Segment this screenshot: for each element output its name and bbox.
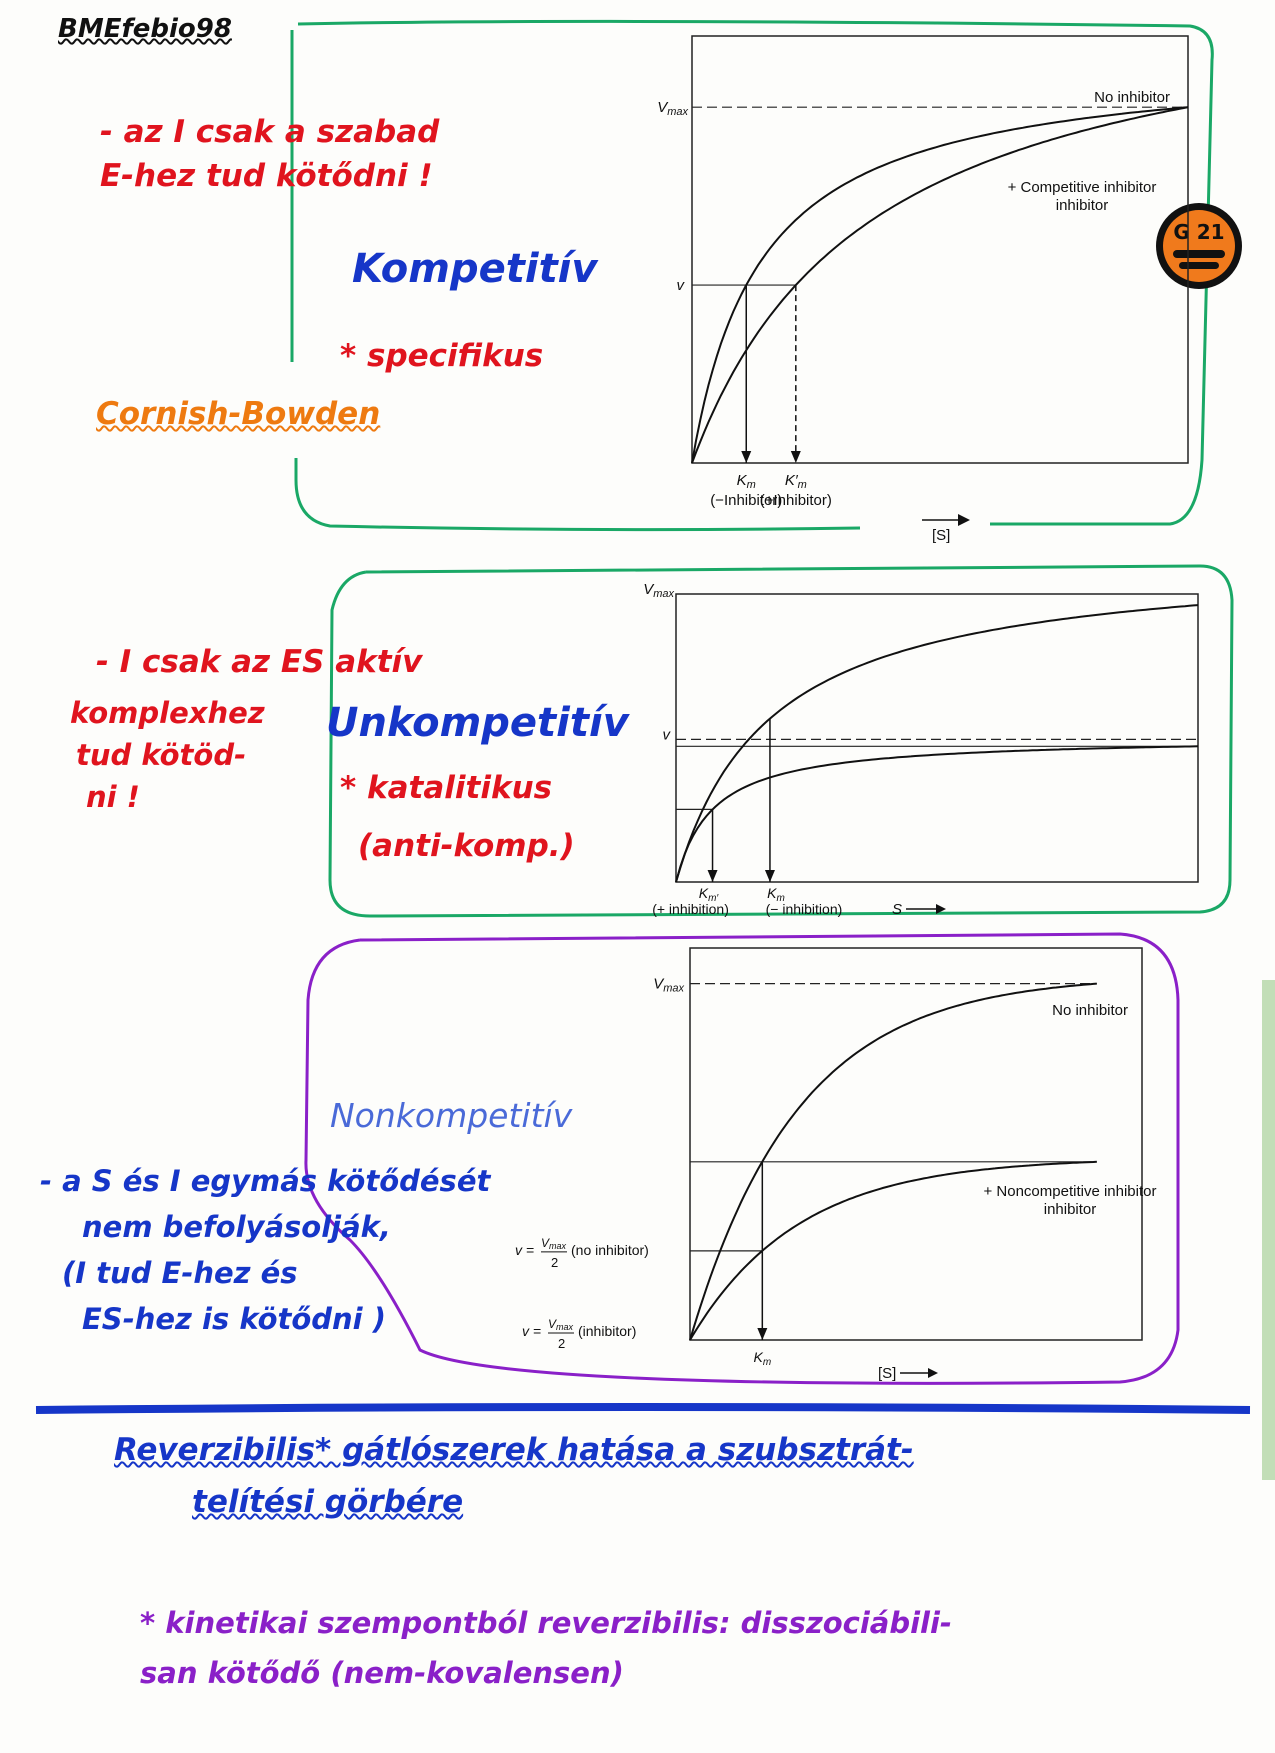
chart1-legend-no-inhibitor: No inhibitor xyxy=(1094,89,1170,106)
chart1-legend-competitive: + Competitive inhibitor xyxy=(1008,179,1157,196)
chart2-frame xyxy=(675,593,1199,883)
footer-title-2: telítési görbére xyxy=(192,1484,464,1520)
chart2-series-uninhibited xyxy=(675,604,1199,883)
badge-wave-2 xyxy=(1179,262,1219,269)
panel3-note-2: nem befolyásolják, xyxy=(82,1210,391,1244)
chart3-v1-den: 2 xyxy=(551,1255,558,1270)
chart2-km-label: Km xyxy=(767,885,785,904)
badge-wave xyxy=(1173,250,1225,258)
chart2-series-inhibited xyxy=(675,745,1199,883)
panel2-frame xyxy=(328,564,1234,918)
panel1-type: Kompetitív xyxy=(352,246,598,292)
chart2-km2-arrow xyxy=(707,870,718,882)
chart1-v-label: v xyxy=(677,277,686,294)
badge-text: G 21 xyxy=(1173,220,1225,244)
chart1-km2-label: K′m xyxy=(785,472,807,491)
chart3-v2-den: 2 xyxy=(558,1336,565,1351)
chart3-v2-note: (inhibitor) xyxy=(578,1323,636,1339)
chart1-series-no-inhibitor xyxy=(691,106,1189,464)
g21-badge: G 21 xyxy=(1156,203,1242,289)
panel1-note-2: E-hez tud kötődni ! xyxy=(100,158,433,194)
chart3-legend-no-inhibitor: No inhibitor xyxy=(1052,1002,1128,1019)
chart3-series-no-inhibitor xyxy=(689,982,1097,1341)
panel3-type: Nonkompetitív xyxy=(330,1096,573,1135)
chart3-legend-noncompetitive-2: inhibitor xyxy=(1044,1201,1097,1218)
chart3-v1-note: (no inhibitor) xyxy=(571,1242,649,1258)
chart-competitive: Vmax v No inhibitor + Competitive inhibi… xyxy=(657,35,1189,544)
chart3-km-label: Km xyxy=(753,1349,771,1368)
chart3-x-label: [S] xyxy=(878,1365,896,1382)
chart1-km2-note: (+Inhibitor) xyxy=(760,492,832,509)
chart3-series-noncompetitive xyxy=(689,1160,1097,1341)
panel2-attribute: * katalitikus xyxy=(340,770,553,806)
panel3-note-4: ES-hez is kötődni ) xyxy=(82,1302,386,1336)
panel1-note-1: - az I csak a szabad xyxy=(100,114,440,150)
panel1-reference: Cornish-Bowden xyxy=(96,396,381,432)
edge-strip xyxy=(1262,980,1275,1480)
panel2-note-2: komplexhez xyxy=(70,696,265,730)
panel3-note-3: (I tud E-hez és xyxy=(62,1256,298,1290)
footer-note-2: san kötődő (nem-kovalensen) xyxy=(140,1656,624,1690)
chart3-v1-num: Vmax xyxy=(541,1236,567,1251)
chart3-frame xyxy=(689,947,1143,1341)
panel1-attribute: * specifikus xyxy=(340,338,544,374)
chart1-vmax-label: Vmax xyxy=(657,99,688,118)
chart1-x-label: [S] xyxy=(932,527,950,544)
chart1-x-arrow-head xyxy=(958,514,970,526)
chart-noncompetitive: Vmax No inhibitor + Noncompetitive inhib… xyxy=(515,947,1157,1382)
panel2-paren: (anti-komp.) xyxy=(358,828,575,864)
chart1-km2-arrow xyxy=(790,451,801,463)
chart3-v2-label: v = Vmax 2 (inhibitor) xyxy=(522,1317,636,1351)
chart3-v2-eq: v = xyxy=(522,1323,541,1339)
chart3-v2-num: Vmax xyxy=(548,1317,574,1332)
panel3-note-1: - a S és I egymás kötődését xyxy=(40,1164,491,1198)
footer-note-1: * kinetikai szempontból reverzibilis: di… xyxy=(140,1606,952,1640)
chart2-x-arrow-head xyxy=(936,904,946,914)
chart1-frame xyxy=(691,35,1189,464)
chart-uncompetitive: Vmax v Km′ Km (+ inhibition) (− inhibiti… xyxy=(643,581,1199,918)
panel2-note-4: ni ! xyxy=(86,780,140,814)
chart3-legend-noncompetitive: + Noncompetitive inhibitor xyxy=(983,1183,1156,1200)
page-code: BMEfebio98 xyxy=(58,14,232,44)
chart2-vmax-label: Vmax xyxy=(643,581,674,600)
chart3-v1-label: v = Vmax 2 (no inhibitor) xyxy=(515,1236,649,1270)
separator-line xyxy=(35,1403,1251,1414)
chart3-vmax-label: Vmax xyxy=(653,976,684,995)
chart2-km2-label: Km′ xyxy=(699,885,720,904)
footer-title-1: Reverzibilis* gátlószerek hatása a szubs… xyxy=(114,1432,914,1468)
chart1-km-arrow xyxy=(741,451,752,463)
chart1-series-competitive xyxy=(691,106,1189,464)
chart1-km-label: Km xyxy=(737,472,756,491)
chart2-x-label: S xyxy=(892,901,902,918)
panel2-note-3: tud kötöd- xyxy=(76,738,247,772)
chart3-v1-eq: v = xyxy=(515,1242,534,1258)
chart2-v-label: v xyxy=(663,726,672,743)
chart2-km-arrow xyxy=(764,870,775,882)
chart3-x-arrow-head xyxy=(928,1368,938,1378)
chart1-legend-competitive-2: inhibitor xyxy=(1056,197,1109,214)
chart3-km-arrow xyxy=(757,1328,768,1340)
chart2-km-note: (− inhibition) xyxy=(766,901,843,917)
chart1-km-note: (−Inhibitor) xyxy=(710,492,782,509)
chart2-km2-note: (+ inhibition) xyxy=(652,901,729,917)
panel1-frame xyxy=(290,19,1214,532)
panel2-type: Unkompetitív xyxy=(326,700,629,746)
panel2-note-1: - I csak az ES aktív xyxy=(96,644,423,680)
panel3-frame xyxy=(304,932,1180,1385)
